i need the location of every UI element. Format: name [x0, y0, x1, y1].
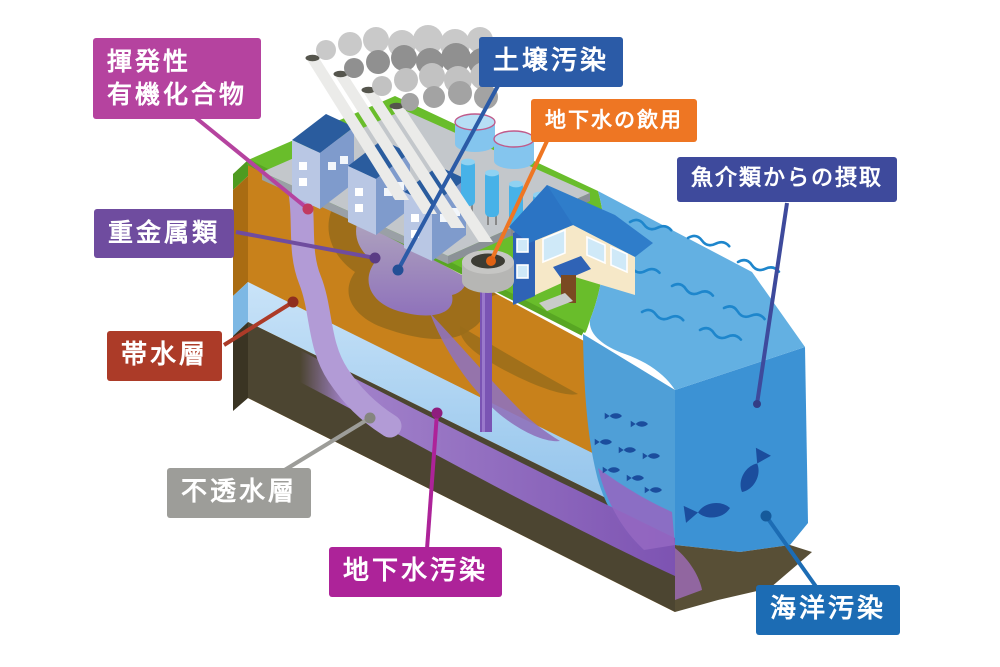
leader-line-marine: [764, 514, 819, 590]
leader-dot-seafood: [753, 400, 761, 408]
leader-line-heavy: [235, 230, 376, 260]
label-seafood-intake: 魚介類からの摂取: [677, 157, 898, 202]
plume-brown-tongue: [459, 326, 578, 395]
label-heavy-metals: 重金属類: [94, 209, 235, 258]
leader-dot-heavy: [369, 252, 381, 264]
leader-dot-drink: [486, 256, 496, 266]
leader-line-gw: [425, 412, 439, 550]
porch-roof: [553, 256, 591, 281]
ocean-side: [583, 334, 675, 551]
leader-line-voc: [188, 111, 310, 211]
leader-dot-soil: [392, 264, 404, 276]
label-impermeable-layer: 不透水層: [167, 468, 312, 518]
aquifer-side: [233, 282, 248, 336]
voc-plume-ribbon: [285, 166, 402, 438]
label-voc-line1: 揮発性: [107, 47, 192, 76]
label-groundwater-contamination: 地下水汚染: [329, 547, 503, 597]
leader-dots: [287, 203, 772, 522]
aquifer-layer: [248, 282, 675, 532]
label-soil-contamination: 土壌汚染: [479, 37, 624, 87]
label-aquifer: 帯水層: [107, 331, 223, 381]
groundwater-band: [300, 350, 675, 576]
leader-dot-gw: [431, 407, 443, 419]
groundwater-sea-plume: [598, 468, 675, 550]
seabed: [675, 545, 812, 612]
block-left-side: [233, 160, 248, 411]
label-voc-line2: 有機化合物: [107, 79, 248, 109]
house: [509, 185, 653, 311]
leader-line-aquifer: [222, 300, 295, 347]
leader-line-soil: [396, 81, 502, 271]
leader-line-drink: [489, 140, 549, 262]
leader-dot-voc: [302, 203, 314, 215]
leader-lines: [188, 81, 819, 590]
smoke: [316, 25, 498, 111]
seabed-plume: [675, 548, 702, 600]
house-steps: [539, 293, 573, 311]
well-pipe: [480, 280, 492, 432]
ocean-front: [675, 347, 812, 612]
leader-dot-aquifer: [287, 296, 299, 308]
well: [462, 250, 514, 293]
label-groundwater-drinking: 地下水の飲用: [531, 99, 697, 143]
label-marine-pollution: 海洋汚染: [756, 585, 901, 635]
leader-line-seafood: [755, 202, 789, 405]
label-voc: 揮発性 有機化合物: [93, 38, 262, 119]
leader-line-imperme: [281, 416, 372, 473]
leader-dot-marine: [760, 510, 772, 522]
leader-dot-imperme: [364, 412, 376, 424]
